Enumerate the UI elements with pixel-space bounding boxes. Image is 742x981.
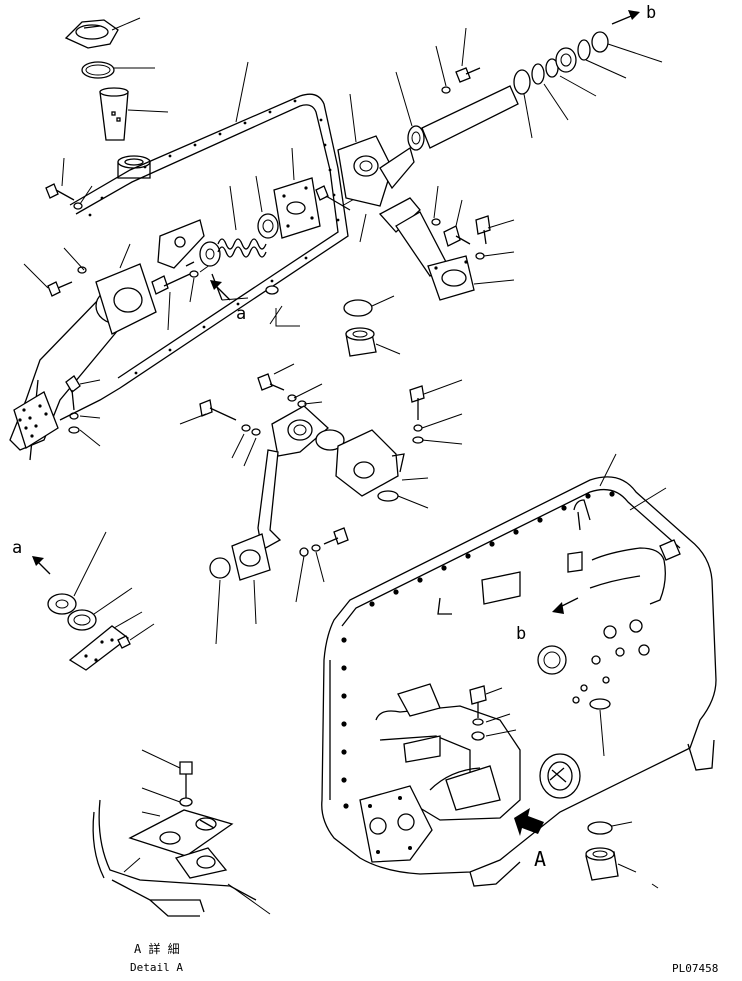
pan-tube-b: b	[516, 539, 681, 644]
drawing-number-block: PL07458	[672, 962, 718, 975]
relief-valve-body	[151, 219, 215, 331]
oil-pan-side-wall	[375, 705, 521, 821]
valve-gasket-detail	[67, 587, 133, 631]
filler-strainer	[99, 87, 169, 141]
oil-filler-cap	[64, 17, 141, 49]
relief-valve-cover	[273, 147, 321, 239]
pan-drain-oring	[587, 821, 633, 835]
oring-plug-upper	[265, 285, 283, 325]
suction-elbow-right	[359, 197, 475, 301]
valve-plate-detail	[68, 611, 143, 671]
upper-oil-pan-gasket	[59, 61, 349, 421]
relief-valve-seat	[255, 175, 279, 239]
outlet-elbow-upper	[337, 93, 415, 207]
relief-valve-spring	[217, 185, 267, 258]
valve-seat-detail	[47, 531, 107, 615]
suction-pipe-left	[9, 243, 157, 461]
drain-plug-upper	[345, 327, 401, 357]
view-label-A: A	[534, 847, 546, 871]
pan-boss-holes	[572, 619, 650, 710]
detail-a-pan-section	[92, 799, 271, 917]
callout-label-b: b	[646, 3, 656, 23]
pan-bracket-bolts	[469, 685, 517, 741]
middle-right-bolts	[409, 379, 463, 445]
relief-valve-poppet	[199, 241, 249, 301]
middle-bolts	[179, 363, 323, 467]
pan-port-plug-upper	[537, 645, 567, 675]
view-arrow-A: A	[514, 808, 546, 871]
middle-oring-small	[377, 490, 429, 509]
oil-pan-body	[321, 453, 717, 875]
filler-gasket	[81, 61, 155, 79]
detail-a-bolt	[141, 749, 193, 807]
pipe-clip-bolt	[435, 27, 481, 94]
callout-b-upper: b	[611, 3, 656, 25]
bolt-set-upper-left	[23, 157, 101, 447]
valve-nut-detail	[117, 623, 155, 649]
middle-lower-bolts	[295, 527, 349, 603]
suction-elbow-bolts	[431, 185, 515, 285]
pan-inner-bracket	[397, 683, 441, 763]
callout-label-a-lower: a	[12, 538, 22, 558]
pan-oring-lower	[589, 698, 611, 757]
detail-caption-japanese: A 詳 細	[134, 941, 180, 956]
bracket-line-upper	[275, 308, 300, 327]
drawing-number: PL07458	[672, 962, 718, 975]
pan-stud-bracket	[437, 499, 591, 615]
pan-port-plug-lower	[539, 753, 581, 799]
middle-oring	[209, 557, 231, 645]
detail-a-plate	[128, 809, 234, 857]
oring-small-upper	[343, 295, 395, 317]
middle-elbow-fitting	[315, 429, 429, 497]
callout-a-upper: a	[210, 280, 246, 324]
middle-suction-tube	[231, 405, 329, 625]
outlet-pipe-upper	[395, 71, 519, 151]
callout-a-lower: a	[12, 538, 51, 575]
detail-a-caption: A 詳 細 Detail A	[130, 941, 183, 974]
pan-drain-plug	[585, 847, 659, 889]
oil-pan-lower-flange	[359, 785, 433, 863]
detail-caption-english: Detail A	[130, 961, 183, 974]
oil-pan-skid	[469, 739, 715, 887]
hose-clamp-set	[513, 31, 663, 139]
callout-label-b-lower: b	[516, 624, 526, 644]
callout-label-a: a	[236, 304, 246, 324]
